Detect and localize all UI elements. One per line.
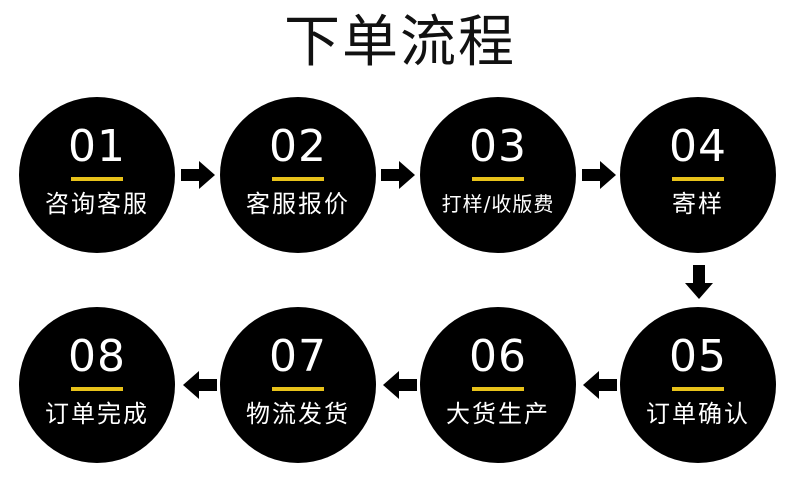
step-underline	[272, 177, 324, 181]
page-title: 下单流程	[284, 10, 516, 75]
step-number: 08	[68, 331, 126, 382]
arrow-right-icon	[582, 161, 616, 189]
step-label: 客服报价	[246, 190, 350, 218]
arrow-left-icon	[583, 371, 617, 399]
step-underline	[272, 387, 324, 391]
step-02: 02 客服报价	[220, 97, 376, 253]
step-03: 03 打样/收版费	[420, 97, 576, 253]
step-underline	[472, 177, 524, 181]
step-number: 03	[469, 121, 527, 172]
step-label: 寄样	[672, 190, 724, 218]
step-number: 05	[669, 331, 727, 382]
step-number: 07	[269, 331, 327, 382]
step-underline	[71, 177, 123, 181]
step-01: 01 咨询客服	[19, 97, 175, 253]
step-label: 大货生产	[446, 400, 550, 428]
step-label: 物流发货	[246, 400, 350, 428]
arrow-down-icon	[685, 265, 713, 299]
step-07: 07 物流发货	[220, 307, 376, 463]
step-label: 打样/收版费	[441, 192, 555, 216]
step-number: 01	[68, 121, 126, 172]
arrow-right-icon	[181, 161, 215, 189]
step-04: 04 寄样	[620, 97, 776, 253]
step-08: 08 订单完成	[19, 307, 175, 463]
step-underline	[472, 387, 524, 391]
step-label: 订单完成	[45, 400, 149, 428]
step-underline	[672, 177, 724, 181]
step-label: 订单确认	[646, 400, 750, 428]
step-underline	[71, 387, 123, 391]
step-06: 06 大货生产	[420, 307, 576, 463]
arrow-left-icon	[183, 371, 217, 399]
step-underline	[672, 387, 724, 391]
arrow-left-icon	[383, 371, 417, 399]
step-label: 咨询客服	[45, 190, 149, 218]
step-number: 06	[469, 331, 527, 382]
arrow-right-icon	[381, 161, 415, 189]
step-number: 04	[669, 121, 727, 172]
step-number: 02	[269, 121, 327, 172]
step-05: 05 订单确认	[620, 307, 776, 463]
